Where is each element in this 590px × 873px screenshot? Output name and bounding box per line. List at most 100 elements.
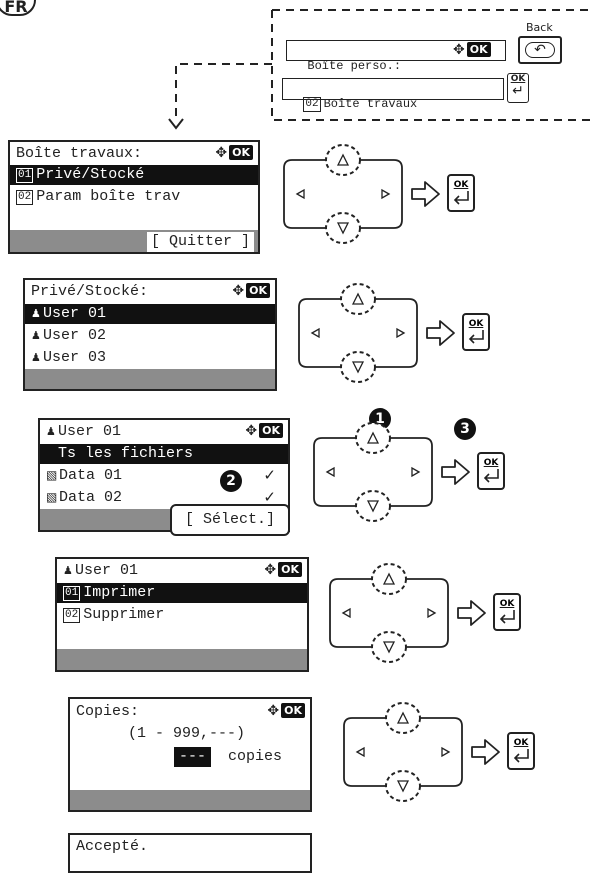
list-item-user-03[interactable]: ♟User 03: [31, 349, 107, 366]
enter-arrow-icon: [513, 749, 529, 763]
nav-group-2: OK: [298, 283, 490, 383]
nav-group-4: OK: [329, 563, 521, 663]
list-item-data-01[interactable]: ▧Data 01: [46, 467, 123, 484]
top-field-personal-box-text: Boîte perso.:: [307, 59, 402, 73]
right-key[interactable]: [411, 466, 421, 478]
right-arrow-icon: [426, 320, 455, 346]
ok-nav-icon: ✥OK: [267, 703, 305, 719]
back-arrow-icon: ↶: [534, 42, 546, 58]
down-key[interactable]: [371, 631, 407, 663]
ok-nav-icon: ✥OK: [245, 423, 283, 439]
checkmark-icon: ✓: [263, 488, 276, 506]
back-button[interactable]: ↶: [518, 36, 562, 64]
lcd-title: Privé/Stocké:: [31, 283, 149, 300]
user-icon: ♟: [63, 564, 73, 577]
nav-pad: [313, 437, 433, 507]
copies-unit: copies: [228, 748, 283, 765]
ok-key-label: OK: [469, 319, 485, 329]
left-key[interactable]: [341, 607, 351, 619]
step-badge-3: 3: [454, 418, 476, 440]
ok-key[interactable]: OK: [477, 452, 505, 490]
down-key[interactable]: [325, 212, 361, 244]
back-label: Back: [526, 21, 553, 34]
right-arrow-icon: [471, 739, 500, 765]
right-arrow-icon: [441, 459, 470, 485]
step-badge-2: 2: [220, 470, 242, 492]
up-key[interactable]: [385, 702, 421, 734]
quit-softkey[interactable]: [ Quitter ]: [146, 232, 254, 252]
top-field-job-box-num: 02: [303, 97, 321, 112]
copies-range: (1 - 999,---): [128, 725, 246, 742]
nav-group-3: OK: [313, 422, 505, 522]
ok-key-label: OK: [454, 180, 470, 190]
lcd-copies: Copies: ✥OK (1 - 999,---) --- copies: [68, 697, 312, 812]
lcd-title: Accepté.: [76, 838, 149, 855]
list-item-data-02[interactable]: ▧Data 02: [46, 489, 123, 506]
lcd-title: Boîte travaux:: [16, 145, 143, 162]
ok-key[interactable]: OK: [493, 593, 521, 631]
list-item-user-01[interactable]: ♟User 01: [25, 304, 275, 324]
enter-arrow-icon: [499, 610, 515, 624]
enter-arrow-icon: ↵: [512, 83, 524, 99]
ok-nav-icon: ✥OK: [232, 283, 270, 299]
enter-arrow-icon: [453, 191, 469, 205]
top-field-job-box-text: Boîte travaux: [323, 97, 418, 111]
lcd-title: ♟User 01: [46, 423, 122, 440]
top-ok-button[interactable]: OK↵: [507, 73, 529, 103]
top-ok-button-label: OK: [510, 74, 526, 84]
left-key[interactable]: [355, 746, 365, 758]
right-arrow-icon: [457, 600, 486, 626]
enter-arrow-icon: [468, 330, 484, 344]
nav-pad: [298, 298, 418, 368]
ok-key-label: OK: [500, 599, 516, 609]
lcd-title: Copies:: [76, 703, 140, 720]
top-ok-nav-icon: ✥OK: [453, 42, 491, 58]
left-key[interactable]: [310, 327, 320, 339]
user-icon: ♟: [46, 425, 56, 438]
left-key[interactable]: [295, 188, 305, 200]
ok-nav-icon: ✥OK: [215, 145, 253, 161]
right-key[interactable]: [441, 746, 451, 758]
right-key[interactable]: [381, 188, 391, 200]
enter-arrow-icon: [483, 469, 499, 483]
lcd-private-stored: Privé/Stocké: ✥OK ♟User 01 ♟User 02 ♟Use…: [23, 278, 277, 391]
nav-pad: [329, 578, 449, 648]
nav-group-5: OK: [343, 702, 535, 802]
left-key[interactable]: [325, 466, 335, 478]
select-softkey-highlight[interactable]: [ Sélect.]: [170, 504, 290, 536]
top-dashed-panel: [168, 9, 590, 130]
nav-pad: [283, 159, 403, 229]
ok-nav-icon: ✥OK: [264, 562, 302, 578]
down-key[interactable]: [355, 490, 391, 522]
right-key[interactable]: [427, 607, 437, 619]
soft-key-bar: [70, 790, 310, 810]
lcd-accepted: Accepté.: [68, 833, 312, 873]
up-key[interactable]: [355, 422, 391, 454]
ok-key[interactable]: OK: [462, 313, 490, 351]
file-icon: ▧: [46, 490, 58, 504]
up-key[interactable]: [371, 563, 407, 595]
ok-key-label: OK: [514, 738, 530, 748]
list-item-user-02[interactable]: ♟User 02: [31, 327, 107, 344]
lcd-title: ♟User 01: [63, 562, 139, 579]
down-key[interactable]: [340, 351, 376, 383]
up-key[interactable]: [340, 283, 376, 315]
ok-key[interactable]: OK: [507, 732, 535, 770]
nav-group-1: OK: [283, 144, 475, 244]
down-key[interactable]: [385, 770, 421, 802]
user-icon: ♟: [31, 351, 41, 364]
copies-value-field[interactable]: ---: [174, 747, 212, 767]
right-arrow-icon: [411, 181, 440, 207]
up-key[interactable]: [325, 144, 361, 176]
list-item-all-files[interactable]: Ts les fichiers: [40, 444, 288, 464]
ok-key-label: OK: [484, 458, 500, 468]
right-key[interactable]: [396, 327, 406, 339]
ok-key[interactable]: OK: [447, 174, 475, 212]
